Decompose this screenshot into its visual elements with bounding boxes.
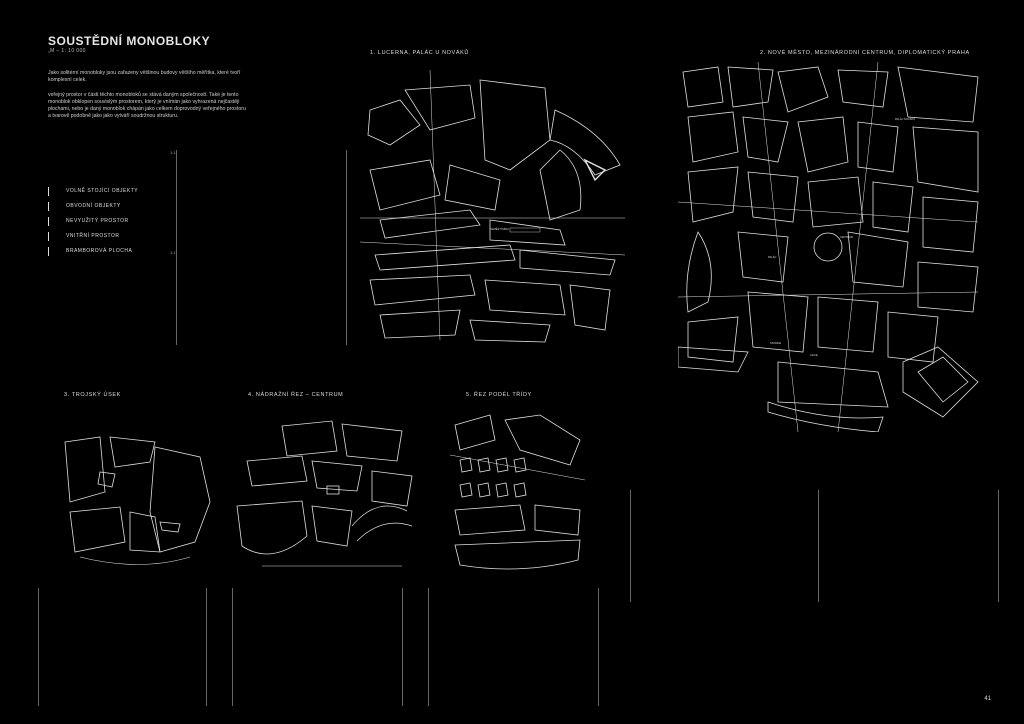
divider-line — [232, 588, 233, 706]
legend-item: BRAMBOROVÁ PLOCHA — [48, 246, 178, 257]
map-label: PALÁC — [768, 255, 776, 259]
map-label: STANICE — [770, 341, 781, 345]
legend: VOLNĚ STOJÍCÍ OBJEKTY OBVODNÍ OBJEKTY NE… — [48, 186, 178, 261]
body-paragraph: veřejný prostor v části těchto monobloků… — [48, 92, 246, 119]
map-title-2: 2. NOVÉ MĚSTO, MEZINÁRODNÍ CENTRUM, DIPL… — [760, 50, 970, 56]
map-label-text: CENTRUM — [840, 235, 853, 239]
legend-label: VOLNĚ STOJÍCÍ OBJEKTY — [66, 188, 139, 194]
map-label: PALÁC NOVÁKŮ — [895, 116, 915, 121]
legend-swatch — [48, 247, 49, 256]
page-subtitle: „M – 1: 10 000 — [48, 48, 86, 54]
map-4 — [232, 416, 417, 576]
legend-swatch — [48, 232, 49, 241]
intro-paragraph: Jako solitérní monobloky jsou zařazeny v… — [48, 70, 241, 83]
divider-line — [630, 490, 631, 602]
legend-swatch — [48, 202, 49, 211]
map-label-text: PALÁC NOVÁKŮ — [895, 116, 915, 121]
map-3 — [60, 432, 220, 572]
map-label: NÁMĚSTÍ MÍRU — [490, 226, 509, 231]
divider-line — [998, 490, 999, 602]
page-number: 41 — [984, 696, 991, 702]
legend-swatch — [48, 187, 49, 196]
legend-item: VNITŘNÍ PROSTOR — [48, 231, 178, 242]
map-5 — [450, 410, 590, 580]
map-label: CENTRUM — [840, 235, 853, 239]
legend-label: VNITŘNÍ PROSTOR — [66, 233, 120, 239]
legend-item: VOLNĚ STOJÍCÍ OBJEKTY — [48, 186, 178, 197]
map-label: ULICE — [810, 353, 818, 357]
scale-number: 1:1 — [170, 150, 176, 155]
scale-number: 1:1 — [170, 250, 176, 255]
map-title-5: 5. ŘEZ PODÉL TŘÍDY — [466, 392, 532, 398]
map-title-4: 4. NÁDRAŽNÍ ŘEZ – CENTRUM — [248, 392, 344, 398]
map-title-3: 3. TROJSKÝ ÚSEK — [64, 392, 121, 398]
divider-line — [598, 588, 599, 706]
map-1 — [360, 70, 630, 345]
map-label-text: STANICE — [770, 341, 781, 345]
legend-item: OBVODNÍ OBJEKTY — [48, 201, 178, 212]
divider-line — [346, 150, 347, 345]
divider-line — [402, 588, 403, 706]
map-title-1: 1. LUCERNA, PALÁC U NOVÁKŮ — [370, 50, 469, 56]
divider-line — [428, 588, 429, 706]
divider-line — [206, 588, 207, 706]
legend-label: NEVYUŽITÝ PROSTOR — [66, 218, 129, 224]
legend-label: BRAMBOROVÁ PLOCHA — [66, 248, 133, 254]
divider-line — [818, 490, 819, 602]
divider-line — [38, 588, 39, 706]
map-label-text: ULICE — [810, 353, 818, 357]
map-2 — [678, 62, 988, 432]
map-label-text: NÁMĚSTÍ MÍRU — [490, 226, 509, 231]
page-title: SOUSTĚDNÍ MONOBLOKY — [48, 34, 211, 48]
legend-item: NEVYUŽITÝ PROSTOR — [48, 216, 178, 227]
legend-label: OBVODNÍ OBJEKTY — [66, 203, 121, 209]
legend-swatch — [48, 217, 49, 226]
map-label-text: PALÁC — [768, 255, 776, 259]
divider-line — [176, 150, 177, 345]
